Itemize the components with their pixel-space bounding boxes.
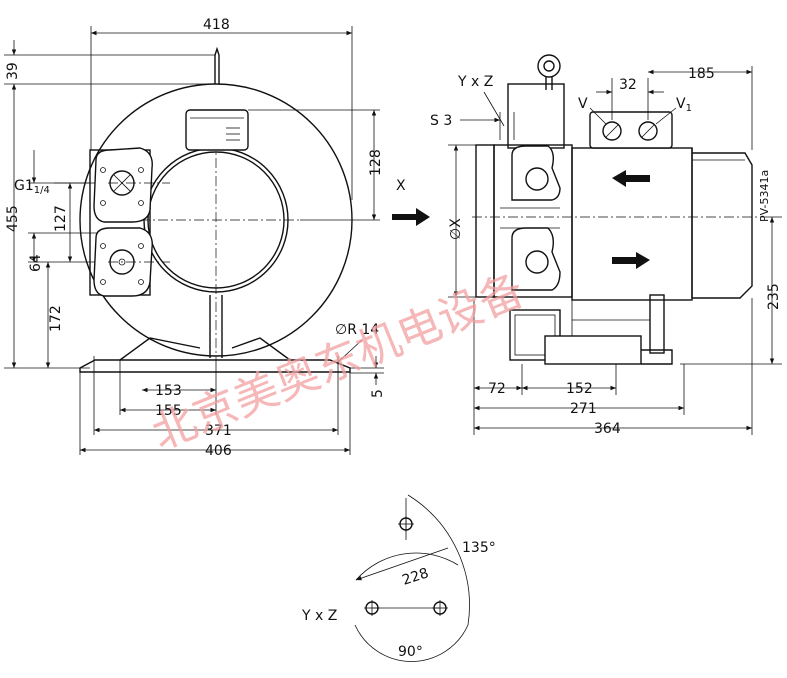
front-view: 418 39 455 64 127 172 G11/4 (4, 17, 386, 459)
dim-172: 172 (48, 305, 64, 332)
yxz-bottom-label: Y x Z (301, 608, 337, 624)
thread-label: G11/4 (14, 178, 50, 196)
dim-153: 153 (155, 383, 182, 399)
dim-418: 418 (203, 17, 230, 33)
angle-135: 135° (462, 540, 496, 556)
dim-64: 64 (28, 254, 44, 272)
side-view: Y x Z S 3 V V1 (430, 54, 782, 437)
dim-39: 39 (5, 62, 21, 80)
v-label: V (578, 96, 588, 112)
dim-371: 371 (205, 423, 232, 439)
ox-label: ∅X (448, 218, 464, 240)
angle-90: 90° (398, 644, 423, 660)
dim-127: 127 (53, 205, 69, 232)
dim-152: 152 (566, 381, 593, 397)
dim-455: 455 (5, 205, 21, 232)
hole-pattern: 228 Y x Z 135° 90° (301, 494, 496, 662)
dim-364: 364 (594, 421, 621, 437)
dim-128: 128 (368, 149, 384, 176)
view-label: X (396, 178, 406, 194)
hole-label: ∅R 14 (335, 322, 379, 338)
dim-235: 235 (766, 283, 782, 310)
dim-5: 5 (370, 389, 386, 398)
dim-32: 32 (619, 77, 637, 93)
view-direction: X (392, 178, 430, 226)
dim-185: 185 (688, 66, 715, 82)
dim-406: 406 (205, 443, 232, 459)
yxz-label: Y x Z (457, 74, 493, 90)
dim-155: 155 (155, 403, 182, 419)
dim-271: 271 (570, 401, 597, 417)
v1-label: V1 (676, 96, 692, 114)
dim-72: 72 (488, 381, 506, 397)
dim-228: 228 (400, 565, 430, 588)
s3-label: S 3 (430, 113, 452, 129)
drawing-code: PV-5341a (758, 170, 771, 222)
